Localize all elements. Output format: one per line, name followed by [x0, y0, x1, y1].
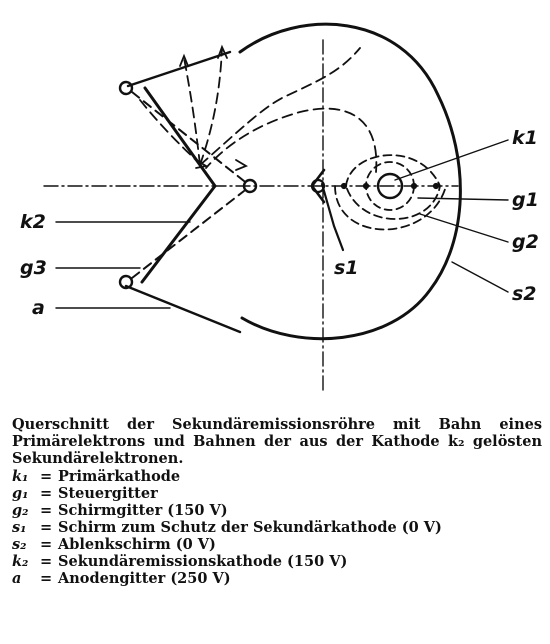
legend-item: k₂ = Sekundäremissionskathode (150 V): [12, 553, 542, 570]
grid-dot-right: [432, 182, 440, 190]
legend-item: g₂ = Schirmgitter (150 V): [12, 502, 542, 519]
tube-cross-section-diagram: k1 g1 g2 s1 s2 k2 g3 a: [20, 22, 539, 391]
legend-item: s₁ = Schirm zum Schutz der Sekundärkathode…: [12, 519, 542, 536]
legend-description: Sekundäremissionskathode (150 V): [58, 553, 348, 570]
grid-dot-left: [340, 182, 348, 190]
label-k1: k1: [512, 127, 538, 149]
legend-item: g₁ = Steuergitter: [12, 485, 542, 502]
legend-equals: =: [40, 519, 53, 536]
leader-s2: [451, 261, 509, 293]
arrow-head-2: [179, 53, 189, 67]
label-g1: g1: [512, 189, 539, 211]
primary-electron-path: [205, 107, 378, 173]
legend-symbol: k₁: [12, 468, 29, 485]
leader-g1: [417, 197, 509, 201]
leader-k1: [394, 139, 509, 181]
grid-wire-upper: [118, 80, 134, 96]
legend-list: k₁ = Primärkathode g₁ = Steuergitter g₂ = Schirm…: [12, 468, 542, 587]
anode-grid-a: [126, 50, 232, 88]
legend-symbol: g₁: [12, 485, 29, 502]
label-g2: g2: [512, 231, 539, 253]
label-g3: g3: [20, 257, 47, 279]
figure-caption: Querschnitt der Sekundäremissionsröhre m…: [12, 416, 542, 587]
screen-s1-loop: [310, 178, 326, 194]
grid-g3-dashed: [131, 91, 245, 182]
anode-grid-a-lower: [124, 284, 242, 334]
legend-description: Schirm zum Schutz der Sekundärkathode (0…: [58, 519, 442, 536]
secondary-electron-path-2: [199, 47, 223, 166]
screen-grid-g2: [345, 154, 441, 220]
arrow-head-4: [235, 159, 249, 171]
leader-g2: [419, 213, 509, 243]
label-s2: s2: [512, 283, 537, 305]
label-k2: k2: [20, 211, 46, 233]
grid-dot-mid-left: [362, 182, 370, 190]
secondary-cathode-k2: [140, 86, 217, 284]
deflection-screen-s2: [238, 22, 462, 341]
primary-cathode-k1: [376, 172, 404, 200]
legend-equals: =: [40, 553, 53, 570]
arrow-head-3: [217, 44, 228, 59]
grid-dot-mid-right: [410, 182, 418, 190]
legend-symbol: s₂: [12, 536, 27, 553]
legend-item: k₁ = Primärkathode: [12, 468, 542, 485]
legend-equals: =: [40, 536, 53, 553]
screen-grid-g2-bottom: [334, 185, 447, 231]
legend-description: Anodengitter (250 V): [58, 570, 231, 587]
legend-equals: =: [40, 502, 53, 519]
secondary-electron-path-1: [183, 57, 201, 166]
secondary-electron-path-3: [199, 47, 361, 166]
legend-description: Schirmgitter (150 V): [58, 502, 228, 519]
arrow-head-1: [195, 159, 209, 169]
legend-symbol: a: [12, 570, 22, 587]
caption-text: Querschnitt der Sekundäremissionsröhre m…: [12, 416, 542, 467]
legend-description: Steuergitter: [58, 485, 158, 502]
legend-description: Primärkathode: [58, 468, 181, 485]
legend-equals: =: [40, 570, 53, 587]
legend-symbol: s₁: [12, 519, 27, 536]
legend-item: s₂ = Ablenkschirm (0 V): [12, 536, 542, 553]
legend-description: Ablenkschirm (0 V): [58, 536, 216, 553]
grid-wire-center: [242, 178, 258, 194]
label-a: a: [32, 297, 45, 319]
legend-equals: =: [40, 485, 53, 502]
grid-g3-dashed-lower: [131, 190, 245, 279]
grid-wire-lower: [118, 274, 134, 290]
legend-symbol: g₂: [12, 502, 29, 519]
legend-item: a = Anodengitter (250 V): [12, 570, 542, 587]
legend-equals: =: [40, 468, 53, 485]
screen-s1-wire: [320, 182, 345, 252]
label-s1: s1: [334, 257, 359, 279]
primary-electron-path-2: [139, 99, 199, 163]
legend-symbol: k₂: [12, 553, 29, 570]
